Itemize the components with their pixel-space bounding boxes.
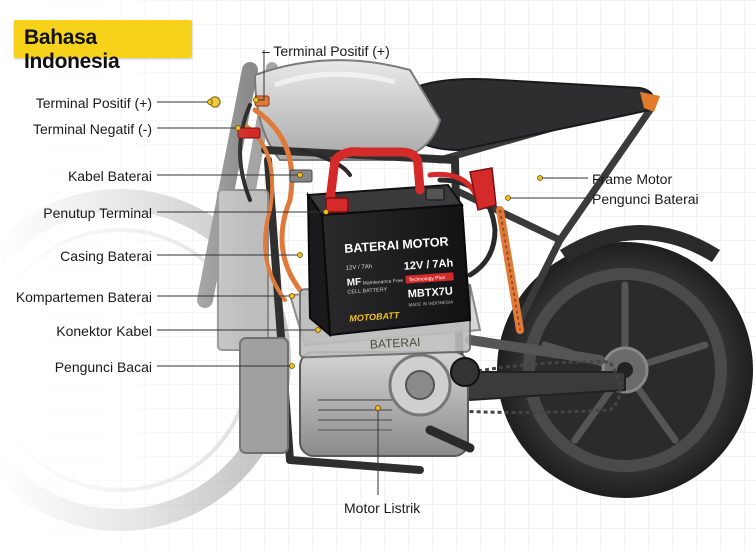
label-kompartemen-baterai: Kompartemen Baterai bbox=[15, 289, 152, 305]
left-fade bbox=[0, 0, 250, 550]
battery-label-group: BATERAI MOTOR 12V / 7Ah 12V / 7Ah MF Mai… bbox=[344, 235, 454, 324]
label-terminal-positif: Terminal Positif (+) bbox=[35, 95, 152, 111]
label-konektor-kabel: Konektor Kabel bbox=[56, 323, 152, 339]
battery-made: MADE IN INDONESIA bbox=[408, 299, 453, 307]
label-kabel-baterai: Kabel Baterai bbox=[67, 168, 152, 184]
battery-badge-bg bbox=[405, 272, 454, 284]
battery bbox=[306, 147, 497, 338]
label-casing-baterai: Casing Baterai bbox=[60, 248, 152, 264]
drive-chain bbox=[429, 360, 622, 414]
battery-rating: 12V / 7Ah bbox=[403, 257, 454, 272]
label-pengunci-bacai: Pengunci Bacai bbox=[54, 359, 152, 375]
fuel-tank bbox=[253, 59, 442, 161]
label-terminal-negatif: Terminal Negatif (-) bbox=[32, 121, 152, 137]
tray-label: BATERAI bbox=[370, 335, 421, 352]
battery-logo: MOTOBATT bbox=[349, 310, 401, 324]
rear-fender bbox=[560, 225, 720, 262]
label-terminal-positif-top: – Terminal Positif (+) bbox=[262, 43, 390, 59]
battery-mf: MF bbox=[346, 277, 361, 289]
battery-badge: Technology Plus bbox=[409, 275, 446, 284]
language-title: Bahasa Indonesia bbox=[24, 26, 120, 73]
language-title-badge: Bahasa Indonesia bbox=[14, 20, 192, 73]
battery-small-rating: 12V / 7Ah bbox=[346, 264, 373, 272]
label-frame-motor: Frame Motor bbox=[592, 171, 673, 187]
leader-dots bbox=[207, 97, 543, 411]
rear-wheel bbox=[497, 242, 753, 498]
label-penutup-terminal: Penutup Terminal bbox=[43, 205, 152, 221]
battery-mf-sub: Maintenance Free bbox=[363, 278, 404, 287]
battery-model: MBTX7U bbox=[407, 285, 453, 300]
label-motor-listrik: Motor Listrik bbox=[344, 500, 421, 516]
rear-shock bbox=[496, 206, 524, 334]
tail-light bbox=[640, 92, 660, 112]
leader-lines bbox=[157, 50, 588, 495]
foot-peg bbox=[425, 425, 475, 453]
label-pengunci-baterai: Pengunci Baterai bbox=[592, 191, 699, 207]
battery-cell: CELL BATTERY bbox=[347, 287, 388, 296]
